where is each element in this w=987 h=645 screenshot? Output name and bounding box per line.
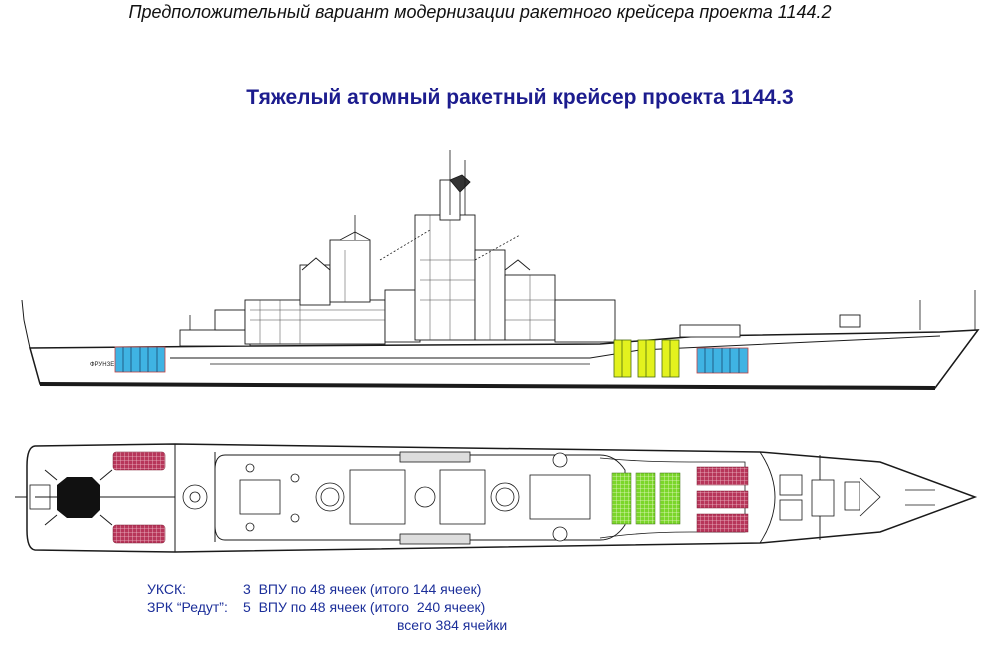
legend-total: всего 384 ячейки (397, 617, 508, 633)
legend-text: 5 ВПУ по 48 ячеек (итого 240 ячеек) (243, 599, 486, 615)
legend: УКСК: 3 ВПУ по 48 ячеек (итого 144 ячеек)… (147, 580, 507, 634)
superstructure (179, 174, 861, 347)
redut-side (613, 339, 680, 378)
uksk-side-stern (114, 346, 166, 373)
uksk-plan-stern (112, 451, 166, 544)
page-title: Тяжелый атомный ракетный крейсер проекта… (246, 86, 794, 109)
legend-row-redut: ЗРК “Редут”: 5 ВПУ по 48 ячеек (итого 240… (147, 598, 507, 616)
legend-row-uksk: УКСК: 3 ВПУ по 48 ячеек (итого 144 ячеек) (147, 580, 507, 598)
subtitle: Предположительный вариант модернизации р… (128, 2, 832, 22)
legend-label: ЗРК “Редут”: (147, 599, 228, 615)
plan-view (15, 443, 978, 553)
helipad (57, 477, 100, 518)
uksk-side-bow (696, 347, 749, 374)
masts (189, 150, 976, 330)
redut-plan (611, 472, 681, 525)
legend-text: 3 ВПУ по 48 ячеек (итого 144 ячеек) (243, 581, 482, 597)
uksk-plan-bow (696, 466, 749, 533)
side-view: ФРУНЗЕ (21, 150, 980, 390)
ship-name-label: ФРУНЗЕ (90, 362, 114, 368)
legend-label: УКСК: (147, 581, 187, 597)
